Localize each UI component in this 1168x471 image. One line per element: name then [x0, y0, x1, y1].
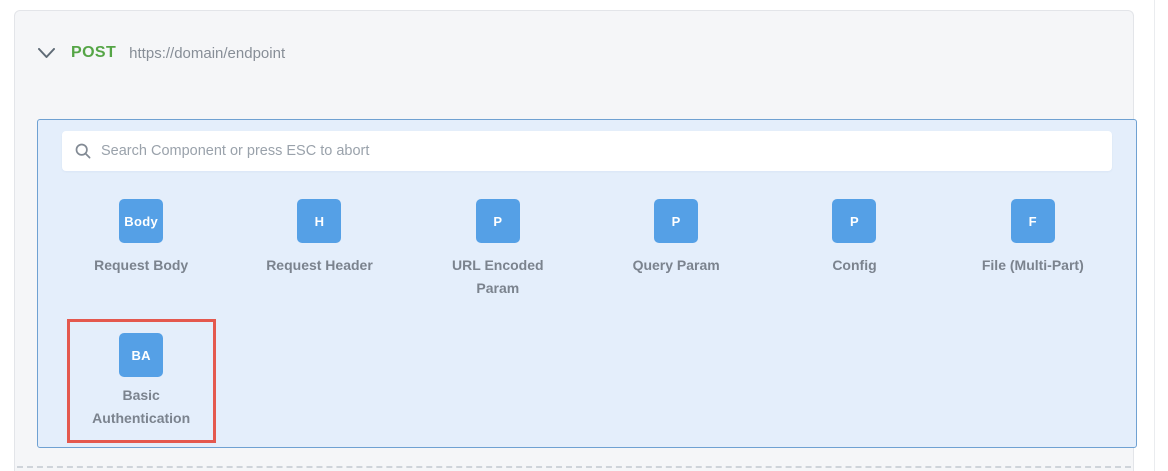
http-method-label: POST: [71, 44, 117, 61]
component-query-param[interactable]: P Query Param: [633, 199, 720, 300]
component-label: Query Param: [632, 257, 720, 273]
component-config[interactable]: P Config: [832, 199, 877, 300]
component-search-box[interactable]: [62, 131, 1112, 171]
page-right-divider: [1154, 0, 1155, 471]
component-basic-authentication[interactable]: BA Basic Authentication: [66, 319, 216, 443]
request-card: POST https://domain/endpoint Body Reques…: [14, 10, 1137, 471]
chevron-down-icon: [37, 47, 55, 59]
search-input[interactable]: [101, 143, 1099, 159]
endpoint-url: https://domain/endpoint: [129, 44, 286, 62]
component-label: Basic Authentication: [92, 387, 191, 426]
component-file-multipart[interactable]: F File (Multi-Part): [982, 199, 1084, 300]
component-badge: BA: [119, 333, 164, 377]
component-badge: P: [475, 199, 520, 243]
component-grid-row-1: Body Request Body H Request Header P URL…: [38, 199, 1136, 300]
component-picker-panel: Body Request Body H Request Header P URL…: [37, 119, 1137, 448]
component-label: File (Multi-Part): [981, 257, 1084, 273]
component-url-encoded-param[interactable]: P URL Encoded Param: [434, 199, 562, 300]
collapse-toggle[interactable]: [37, 39, 55, 67]
component-badge: P: [654, 199, 699, 243]
component-label: Request Header: [266, 257, 373, 273]
drop-zone-divider: [17, 466, 1131, 468]
component-badge: H: [297, 199, 342, 243]
component-badge: F: [1010, 199, 1055, 243]
search-icon: [75, 143, 91, 159]
component-request-header[interactable]: H Request Header: [266, 199, 373, 300]
component-badge: P: [832, 199, 877, 243]
endpoint-header: POST https://domain/endpoint: [37, 39, 285, 67]
component-request-body[interactable]: Body Request Body: [94, 199, 188, 300]
component-label: Request Body: [94, 257, 189, 273]
component-grid-row-2: BA Basic Authentication: [38, 319, 1136, 443]
component-badge: Body: [119, 199, 164, 243]
component-label: URL Encoded Param: [452, 257, 544, 296]
component-label: Config: [832, 257, 877, 273]
